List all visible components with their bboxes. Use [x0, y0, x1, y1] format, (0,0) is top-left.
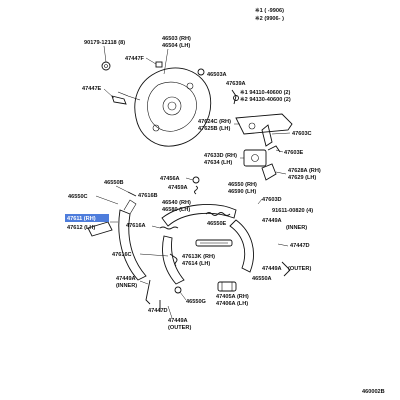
- header-line-1: ※1 ( -9906): [255, 6, 284, 14]
- label-46504: 46504 (LH): [162, 43, 190, 49]
- header-line-2: ※2 (9906- ): [255, 14, 284, 22]
- label-inner-l: (INNER): [116, 283, 137, 289]
- label-47613K: 47613K (RH): [182, 254, 215, 260]
- label-91611: 91611-00820 (4): [272, 208, 313, 214]
- labels: 90179-12118 (8) 46503 (RH) 46504 (LH) 47…: [65, 36, 321, 331]
- label-46503A: 46503A: [207, 72, 227, 78]
- spring-47459A: [194, 185, 198, 195]
- label-47624C: 47624C (RH): [198, 119, 231, 125]
- label-47611: 47611 (RH): [67, 216, 96, 222]
- label-47405A: 47405A (RH): [216, 294, 249, 300]
- label-47449A-outer-r: 47449A: [262, 266, 282, 272]
- plug-47447F: [155, 61, 163, 68]
- strut-47449A-right: [281, 261, 291, 277]
- label-46503: 46503 (RH): [162, 36, 191, 42]
- label-90179: 90179-12118 (8): [84, 40, 125, 46]
- brake-shoe-right: [161, 204, 254, 285]
- label-47616C: 47616C: [112, 252, 132, 258]
- label-47449A-inner-l: 47449A: [116, 276, 136, 282]
- label-46580: 46580 (LH): [162, 207, 190, 213]
- label-inner-r: (INNER): [286, 225, 307, 231]
- label-47447E: 47447E: [82, 86, 102, 92]
- diagram-code: 460002B: [362, 389, 385, 395]
- adjuster-47613K: [195, 239, 233, 247]
- label-47625B: 47625B (LH): [198, 126, 230, 132]
- label-94110: ※1 94110-40600 (2): [240, 88, 291, 96]
- label-47614: 47614 (LH): [182, 261, 210, 267]
- label-47634: 47634 (LH): [204, 160, 232, 166]
- label-outer-r: (OUTER): [288, 266, 311, 272]
- label-94130: ※2 94130-40600 (2): [240, 95, 291, 103]
- label-47447D-r: 47447D: [290, 243, 310, 249]
- label-47603E: 47603E: [284, 150, 304, 156]
- bolt-47639A: [231, 89, 239, 105]
- label-outer-l: (OUTER): [168, 325, 191, 331]
- cylinder-47405A: [217, 281, 237, 292]
- cup-47456A: [192, 176, 200, 184]
- label-46540: 46540 (RH): [162, 200, 191, 206]
- spring-46550: [205, 212, 231, 216]
- label-47612: 47612 (LH): [67, 225, 95, 231]
- label-47603C: 47603C: [292, 131, 312, 137]
- label-47459A: 47459A: [168, 185, 188, 191]
- label-47639A: 47639A: [226, 81, 246, 87]
- label-46590: 46590 (LH): [228, 189, 256, 195]
- bleeder-47447E: [111, 95, 127, 105]
- label-47406A: 47406A (LH): [216, 301, 248, 307]
- strut-47449A-left: [145, 279, 151, 305]
- lever-47611: [87, 221, 113, 237]
- part-47603E: [267, 145, 281, 153]
- label-47616A: 47616A: [126, 223, 146, 229]
- label-46550C: 46550C: [68, 194, 88, 200]
- label-46550B: 46550B: [104, 180, 124, 186]
- label-47447D-l: 47447D: [148, 308, 168, 314]
- part-47603C: [261, 124, 273, 147]
- label-46550A: 46550A: [252, 276, 272, 282]
- label-46550E: 46550E: [207, 221, 227, 227]
- label-46550G: 46550G: [186, 299, 206, 305]
- plug-46503A: [197, 68, 205, 76]
- label-47449A-outer-l: 47449A: [168, 318, 188, 324]
- spring-47616C: [169, 253, 178, 267]
- shoe-47628A: [261, 163, 277, 181]
- highlight-47611: [65, 214, 109, 222]
- adjusting-hole-plug-46550G: [174, 286, 182, 294]
- bolt-90179: [101, 61, 111, 71]
- brake-shoe-left: [118, 199, 147, 281]
- backing-plate: [117, 67, 212, 147]
- label-47447F: 47447F: [125, 56, 145, 62]
- label-47628A: 47628A (RH): [288, 168, 321, 174]
- label-47616B: 47616B: [138, 193, 158, 199]
- label-47633D: 47633D (RH): [204, 153, 237, 159]
- pin-46550B: [127, 191, 137, 197]
- label-47629: 47629 (LH): [288, 175, 316, 181]
- label-47603D: 47603D: [262, 197, 282, 203]
- label-47456A: 47456A: [160, 176, 180, 182]
- lever-47624C: [235, 113, 293, 135]
- bracket-47633D: [243, 149, 267, 167]
- label-47449A-inner-r: 47449A: [262, 218, 282, 224]
- spring-47616A: [159, 226, 179, 230]
- label-46550: 46550 (RH): [228, 182, 257, 188]
